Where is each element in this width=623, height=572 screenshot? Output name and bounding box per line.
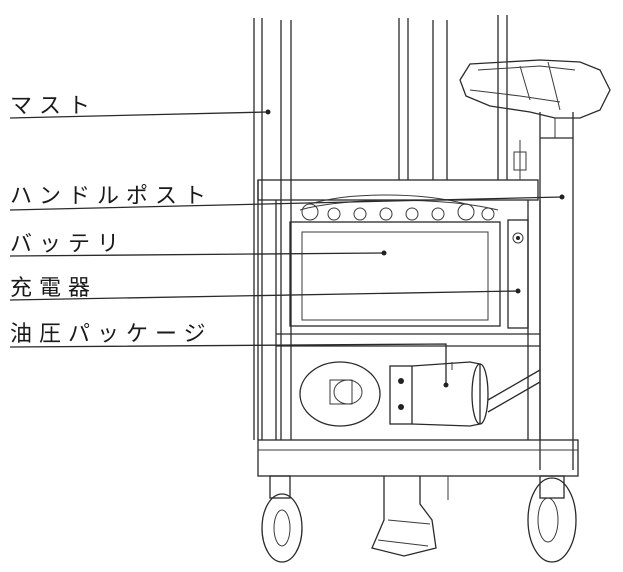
base-frame (257, 439, 579, 477)
hydraulic-package (299, 361, 489, 427)
battery (289, 221, 501, 327)
leader-handle-post (9, 196, 563, 211)
leader-mast (9, 111, 269, 119)
label-hydraulic-package: 油圧パッケージ (10, 322, 213, 347)
label-mast: マスト (10, 94, 98, 119)
label-handle-post: ハンドルポスト (10, 184, 214, 209)
handle-grip (459, 59, 611, 119)
label-charger: 充電器 (10, 276, 98, 301)
front-wheel-left (261, 475, 303, 563)
foot-pedal (371, 476, 449, 557)
label-battery: バッテリ (10, 232, 127, 257)
handle-post (539, 112, 574, 470)
leader-hydraulic (9, 343, 447, 385)
charger (507, 219, 529, 329)
leader-lines (9, 109, 565, 388)
leader-charger (9, 290, 519, 301)
battery-terminals (299, 140, 527, 221)
front-wheel-right (527, 475, 577, 563)
mast (253, 15, 508, 440)
leader-battery (9, 252, 385, 257)
